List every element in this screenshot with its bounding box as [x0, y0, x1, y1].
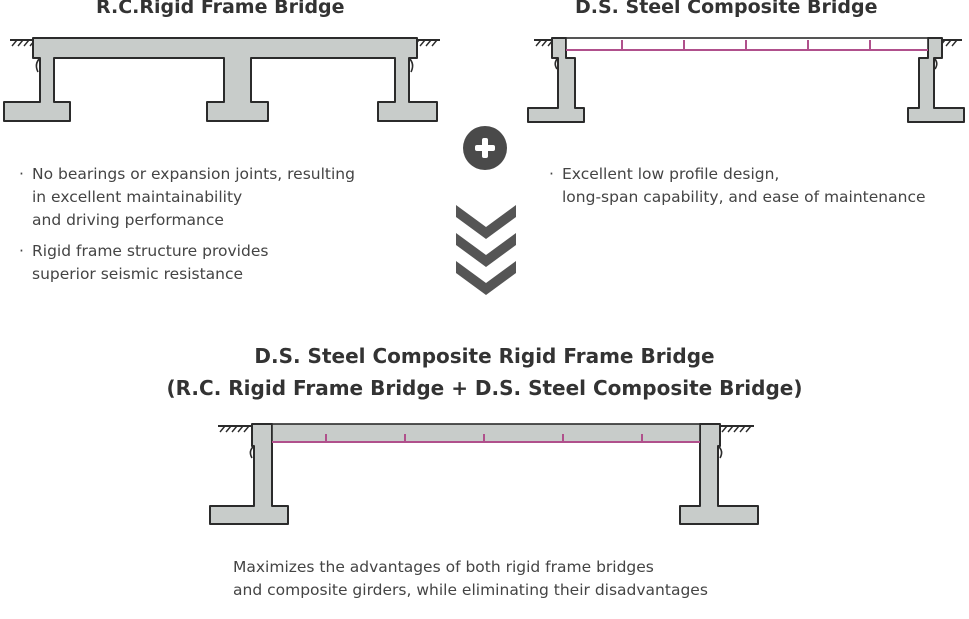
ds-steel-composite-title: D.S. Steel Composite Bridge [575, 0, 878, 18]
ds-steel-composite-rigid-frame-diagram [209, 423, 759, 525]
haunch-left [249, 445, 255, 459]
rc-rigid-frame-bridge-diagram [3, 37, 440, 122]
bearing-right [933, 57, 938, 70]
triple-chevron-down-icon [456, 205, 516, 295]
result-summary: Maximizes the advantages of both rigid f… [233, 558, 708, 599]
plus-icon [463, 126, 507, 170]
result-title: D.S. Steel Composite Rigid Frame Bridge [254, 344, 715, 368]
haunch-right [717, 445, 723, 459]
ds-steel-composite-bridge-diagram [527, 37, 965, 123]
steel-girder [272, 434, 700, 443]
rc-rigid-frame-features: No bearings or expansion joints, resulti… [15, 163, 435, 294]
result-subtitle: (R.C. Rigid Frame Bridge + D.S. Steel Co… [166, 376, 803, 400]
ds-steel-composite-features: Excellent low profile design, long-span … [545, 163, 965, 217]
rigid-frame-leg-right [679, 423, 759, 525]
ground-hatch-right [720, 425, 754, 433]
rc-rigid-frame-title: R.C.Rigid Frame Bridge [96, 0, 345, 18]
rigid-frame-structure [3, 37, 438, 122]
feature-item: No bearings or expansion joints, resulti… [15, 163, 435, 232]
abutment-right [907, 37, 965, 123]
feature-item: Rigid frame structure provides superior … [15, 240, 435, 286]
bearing-left [554, 57, 559, 70]
haunch-left [35, 57, 41, 73]
steel-girder [566, 40, 928, 51]
ground-hatch-left [218, 425, 252, 433]
haunch-right [408, 57, 414, 73]
feature-item: Excellent low profile design, long-span … [545, 163, 965, 209]
deck-slab [271, 423, 701, 443]
